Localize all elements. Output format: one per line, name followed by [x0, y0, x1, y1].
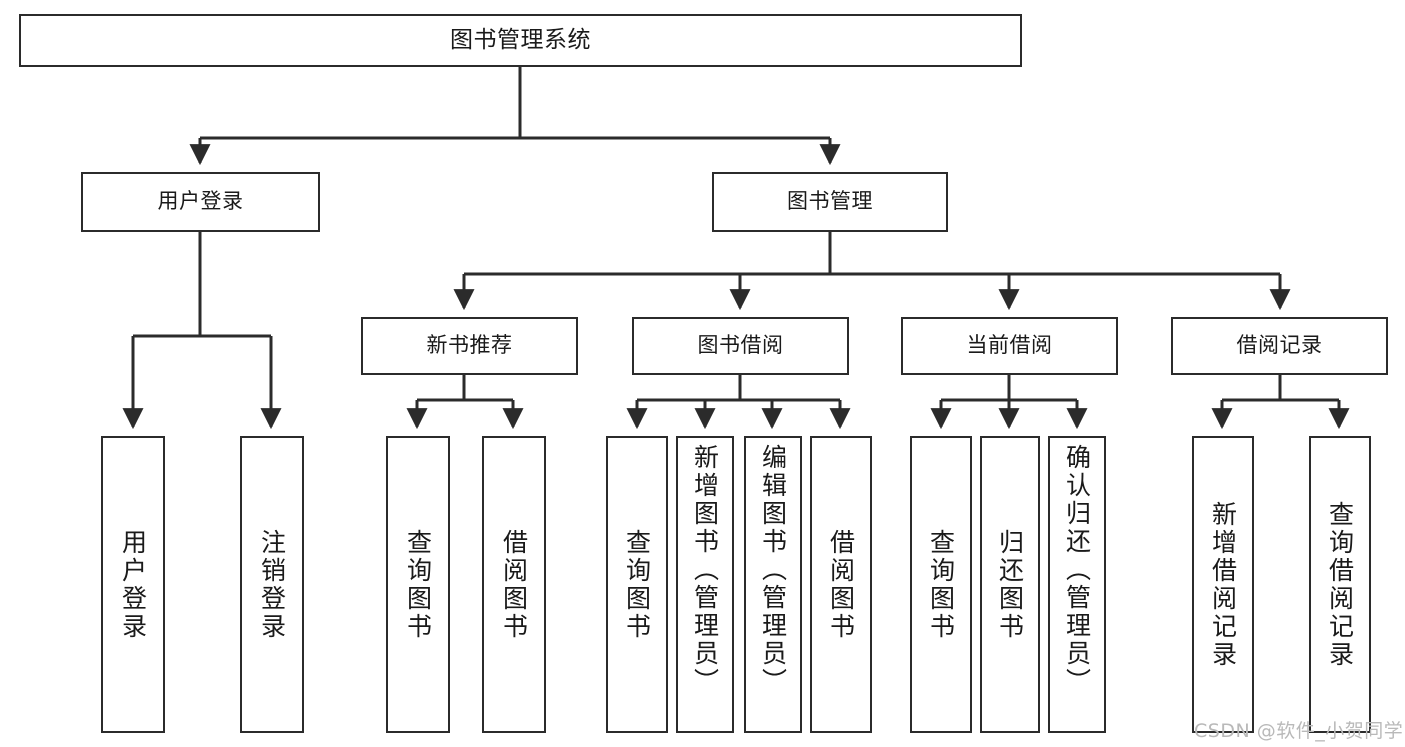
- node-leaf-brw-query[interactable]: 查询图书: [606, 436, 668, 733]
- node-leaf-user-logout-label: 注销登录: [257, 528, 287, 641]
- node-leaf-rec-query[interactable]: 查询图书: [386, 436, 450, 733]
- node-leaf-rec-borrow-label: 借阅图书: [499, 528, 529, 641]
- node-leaf-brw-edit[interactable]: 编辑图书（管理员）: [744, 436, 802, 733]
- node-leaf-cur-return[interactable]: 归还图书: [980, 436, 1040, 733]
- node-leaf-rec-borrow[interactable]: 借阅图书: [482, 436, 546, 733]
- node-leaf-brw-add[interactable]: 新增图书（管理员）: [676, 436, 734, 733]
- node-leaf-brw-lend[interactable]: 借阅图书: [810, 436, 872, 733]
- node-leaf-cur-confirm-label: 确认归还（管理员）: [1062, 444, 1092, 696]
- node-book-borrow-label: 图书借阅: [697, 333, 784, 358]
- node-leaf-brw-lend-label: 借阅图书: [826, 528, 856, 641]
- node-current-borrow[interactable]: 当前借阅: [901, 317, 1118, 375]
- node-leaf-cur-query-label: 查询图书: [926, 528, 956, 641]
- node-user-login-label: 用户登录: [157, 189, 244, 214]
- node-book-borrow[interactable]: 图书借阅: [632, 317, 849, 375]
- node-book-manage-label: 图书管理: [787, 189, 873, 214]
- node-borrow-record-label: 借阅记录: [1236, 333, 1323, 358]
- node-leaf-cur-return-label: 归还图书: [995, 528, 1025, 641]
- node-leaf-brw-query-label: 查询图书: [622, 528, 652, 641]
- node-leaf-brw-edit-label: 编辑图书（管理员）: [758, 444, 788, 696]
- node-leaf-cur-query[interactable]: 查询图书: [910, 436, 972, 733]
- node-leaf-user-login[interactable]: 用户登录: [101, 436, 165, 733]
- node-root[interactable]: 图书管理系统: [19, 14, 1022, 67]
- node-leaf-rec-query-record[interactable]: 查询借阅记录: [1309, 436, 1371, 733]
- node-new-book-rec-label: 新书推荐: [426, 333, 513, 358]
- node-leaf-brw-add-label: 新增图书（管理员）: [690, 444, 720, 696]
- node-borrow-record[interactable]: 借阅记录: [1171, 317, 1388, 375]
- node-leaf-cur-confirm[interactable]: 确认归还（管理员）: [1048, 436, 1106, 733]
- node-new-book-rec[interactable]: 新书推荐: [361, 317, 578, 375]
- node-leaf-user-logout[interactable]: 注销登录: [240, 436, 304, 733]
- node-book-manage[interactable]: 图书管理: [712, 172, 948, 232]
- node-leaf-rec-add-label: 新增借阅记录: [1208, 500, 1238, 669]
- node-user-login[interactable]: 用户登录: [81, 172, 320, 232]
- node-leaf-rec-query-label: 查询图书: [403, 528, 433, 641]
- node-leaf-user-login-label: 用户登录: [118, 528, 148, 641]
- node-current-borrow-label: 当前借阅: [966, 333, 1053, 358]
- node-root-label: 图书管理系统: [450, 26, 591, 53]
- node-leaf-rec-add[interactable]: 新增借阅记录: [1192, 436, 1254, 733]
- node-leaf-rec-query-record-label: 查询借阅记录: [1325, 500, 1355, 669]
